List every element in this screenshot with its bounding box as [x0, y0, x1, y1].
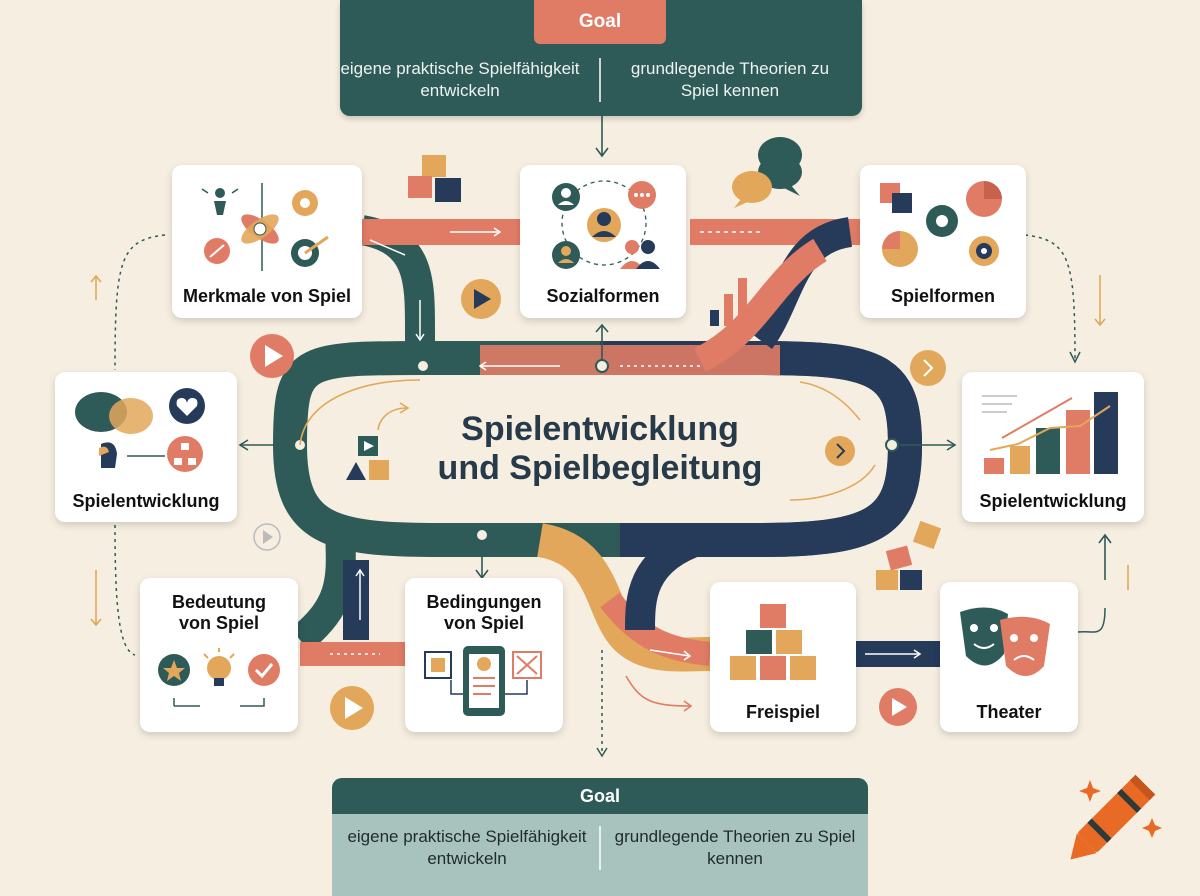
person-icon-center: [587, 208, 621, 242]
node-spielentwicklung-right[interactable]: Spielentwicklung: [962, 372, 1144, 522]
play-icon-5: [253, 523, 281, 551]
node-freispiel[interactable]: Freispiel: [710, 582, 856, 732]
side-arrows: [238, 110, 1112, 580]
node-bedeutung-label-2: von Spiel: [178, 613, 259, 633]
node-theater-label: Theater: [976, 702, 1042, 722]
checklist-icon: [463, 646, 505, 716]
dashed-connectors: [114, 234, 1076, 755]
cube-cluster-icon-top: [408, 155, 461, 202]
freispiel-icons: [730, 604, 816, 680]
hierarchy-icon: [167, 436, 203, 472]
node-sozialformen-label: Sozialformen: [546, 286, 660, 306]
heart-icon: [169, 388, 205, 424]
goal-bottom-divider: [599, 826, 601, 870]
sparkle-icon: [1079, 780, 1162, 838]
node-bedingungen-label-2: von Spiel: [443, 613, 524, 633]
bedingungen-icons: [424, 646, 542, 716]
building-blocks-icon: [730, 604, 816, 680]
frame-icon-left: [424, 651, 452, 679]
theater-icons: [960, 607, 1050, 676]
star-icon: [158, 654, 190, 686]
person-icon-3: [552, 241, 580, 269]
goal-panel-top: Goal eigene praktische Spielfähigkeit en…: [340, 0, 862, 116]
node-spielentwicklung-left-label: Spielentwicklung: [72, 491, 220, 511]
growth-chart-icon: [984, 392, 1118, 474]
sozialformen-icons: [552, 180, 660, 269]
crayon-icon: [1070, 774, 1156, 860]
goal-label-bottom: Goal: [332, 778, 868, 814]
node-sozialformen[interactable]: Sozialformen: [520, 165, 686, 318]
goal-bottom-right-text: grundlegende Theorien zu Spiel kennen: [614, 827, 856, 868]
node-merkmale[interactable]: Merkmale von Spiel: [172, 165, 362, 318]
pie-icon-2: [882, 231, 918, 267]
knot-icon: [241, 214, 279, 244]
goal-top-left-text: eigene praktische Spielfähigkeit entwick…: [340, 59, 580, 100]
ribbon-freispiel-coral: [600, 592, 712, 666]
node-freispiel-label: Freispiel: [745, 702, 821, 722]
no-sign-icon: [204, 238, 230, 264]
goal-panel-bottom: Goal eigene praktische Spielfähigkeit en…: [332, 778, 868, 896]
node-bedeutung-label-1: Bedeutung: [172, 592, 266, 612]
spielentwicklung-right-icons: [982, 392, 1118, 474]
person-icon-1: [552, 183, 580, 211]
gear-icon-small: [969, 236, 999, 266]
goal-bottom-left-text: eigene praktische Spielfähigkeit entwick…: [347, 827, 587, 868]
head-profile-icon: [99, 442, 117, 468]
people-icon: [620, 240, 660, 269]
chat-dots-icon: [628, 181, 656, 209]
inner-loop-lines: [299, 379, 876, 501]
goal-top-right-text: grundlegende Theorien zu Spiel kennen: [630, 59, 830, 100]
bar-chart-icon: [710, 278, 747, 326]
target-icon: [291, 235, 329, 267]
node-spielformen-label: Spielformen: [890, 286, 996, 306]
node-theater[interactable]: Theater: [940, 582, 1078, 732]
ochre-arrows: [90, 274, 1129, 627]
lightbulb-icon: [203, 648, 235, 686]
play-icon-6: [330, 686, 374, 730]
center-title-line1: Spielentwicklung: [461, 410, 739, 448]
ribbon-freispiel-navy: [625, 525, 706, 631]
node-bedingungen-label-1: Bedingungen: [426, 592, 542, 612]
shapes-icon: [880, 183, 912, 213]
pie-icon-1: [966, 181, 1002, 217]
speech-bubbles-icon-2: [75, 392, 153, 434]
spielentwicklung-left-icons: [75, 388, 205, 472]
ribbon-spielformen-coral: [693, 238, 828, 372]
node-merkmale-label: Merkmale von Spiel: [182, 286, 352, 306]
play-icon-1: [250, 334, 294, 378]
goal-top-divider: [599, 58, 601, 102]
center-title-line2: und Spielbegleitung: [437, 449, 763, 487]
node-spielentwicklung-right-label: Spielentwicklung: [979, 491, 1127, 511]
center-blocks-icon: [346, 402, 410, 480]
bedeutung-icons: [158, 648, 280, 707]
spielformen-icons: [880, 181, 1002, 267]
gear-icon-large: [926, 205, 958, 237]
checkmark-icon: [248, 654, 280, 686]
node-bedingungen[interactable]: Bedingungen von Spiel: [405, 578, 563, 732]
gear-icon: [292, 190, 318, 216]
merkmale-icons: [201, 183, 329, 271]
figure-icon: [214, 188, 226, 215]
play-icon-2: [461, 279, 501, 319]
center-title: Spielentwicklung und Spielbegleitung: [400, 410, 800, 488]
play-icon-4: [825, 436, 855, 466]
ribbon-arrows: [330, 227, 922, 661]
play-icon-3: [910, 350, 946, 386]
speech-bubbles-icon: [732, 137, 802, 208]
goal-label-top: Goal: [534, 0, 666, 44]
node-spielformen[interactable]: Spielformen: [860, 165, 1026, 318]
play-icon-7: [879, 688, 917, 726]
comedy-tragedy-masks-icon: [960, 607, 1050, 676]
node-spielentwicklung-left[interactable]: Spielentwicklung: [55, 372, 237, 522]
node-bedeutung[interactable]: Bedeutung von Spiel: [140, 578, 298, 732]
ribbon-bedeutung: [290, 519, 356, 652]
frame-icon-right: [512, 651, 542, 679]
cube-cluster-icon-right: [876, 520, 942, 590]
